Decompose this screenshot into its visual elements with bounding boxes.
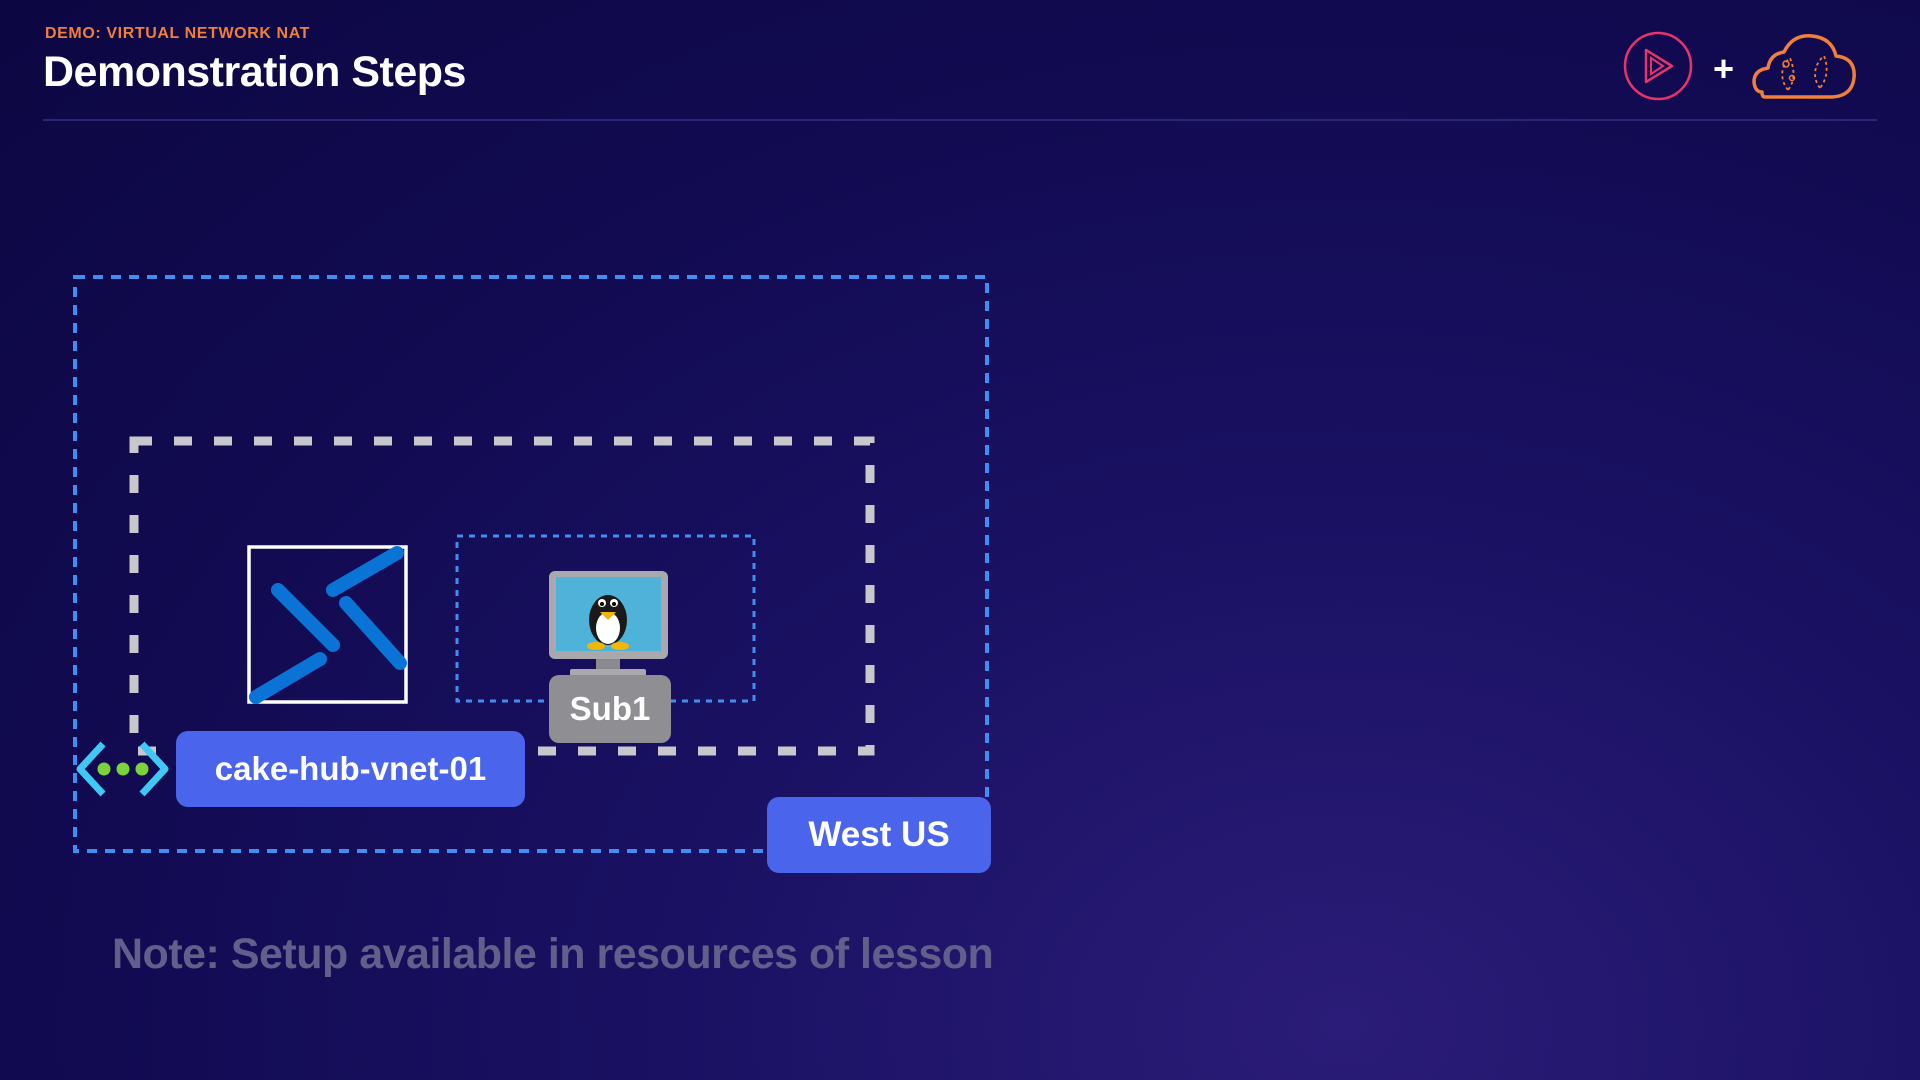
section-eyebrow: DEMO: VIRTUAL NETWORK NAT xyxy=(45,25,311,42)
page-title: Demonstration Steps xyxy=(43,48,466,96)
cloud-logo-icon xyxy=(1752,34,1856,99)
vnet-label: cake-hub-vnet-01 xyxy=(176,731,525,807)
brand-logos xyxy=(1623,31,1856,101)
nat-gateway-icon xyxy=(247,545,408,704)
play-logo-icon xyxy=(1623,31,1693,101)
setup-note: Note: Setup available in resources of le… xyxy=(112,930,994,978)
plus-sign: + xyxy=(1713,48,1735,89)
region-boundary xyxy=(73,275,989,853)
vnet-boundary xyxy=(129,436,875,756)
subnet-boundary xyxy=(455,534,756,703)
linux-vm-icon xyxy=(549,571,668,676)
virtual-network-icon xyxy=(76,741,169,797)
header-divider xyxy=(43,119,1877,121)
subnet-label: Sub1 xyxy=(549,675,671,743)
region-label: West US xyxy=(767,797,991,873)
